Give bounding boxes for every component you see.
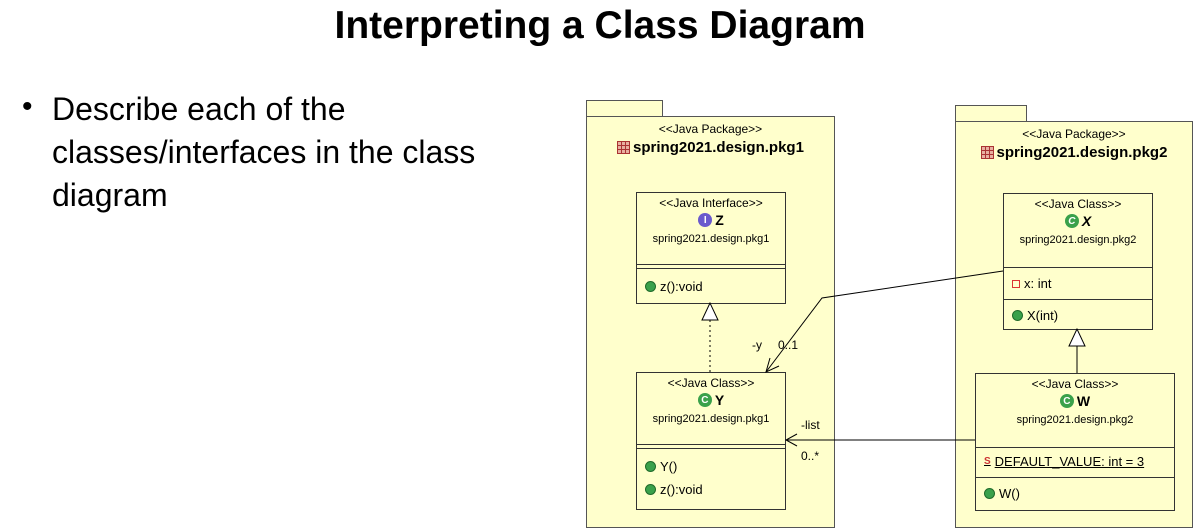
class-name: W (1076, 393, 1091, 409)
constructor: W() (999, 486, 1020, 501)
inheritance-arrowhead (1068, 327, 1086, 347)
package-tab-pkg2 (955, 105, 1027, 122)
constructor: X(int) (1027, 308, 1059, 323)
attribute: x: int (1024, 276, 1052, 291)
abstract-class-icon: C (1064, 214, 1079, 228)
divider (637, 264, 785, 269)
constructor: Y() (660, 459, 678, 474)
class-name: Z (715, 212, 724, 228)
method: z():void (660, 279, 703, 294)
divider (1004, 299, 1152, 300)
package-tab-pkg1 (586, 100, 663, 117)
method: z():void (660, 482, 703, 497)
class-name: Y (714, 392, 725, 408)
bullet-marker: • (22, 90, 33, 123)
interface-icon: I (698, 213, 713, 227)
realization-arrowhead (701, 301, 719, 321)
package-icon (980, 146, 994, 159)
package-name: spring2021.design.pkg2 (996, 144, 1168, 161)
private-field-icon (1012, 279, 1020, 288)
class-icon: C (1059, 394, 1074, 408)
class-package: spring2021.design.pkg2 (1019, 234, 1137, 246)
class-package: spring2021.design.pkg1 (652, 233, 770, 245)
constructor-icon (645, 461, 656, 472)
class-package: spring2021.design.pkg2 (1016, 414, 1134, 426)
class-stereotype: <<Java Class>> (1034, 197, 1122, 211)
association-multiplicity-list: 0..* (801, 449, 820, 463)
class-name: X (1081, 213, 1092, 229)
association-role-list: -list (801, 418, 820, 432)
public-method-icon (645, 484, 656, 495)
public-method-icon (645, 281, 656, 292)
package-icon (617, 141, 631, 154)
package-stereotype: <<Java Package>> (1022, 127, 1126, 141)
association-role-y: -y (752, 338, 762, 352)
association-multiplicity-y: 0..1 (778, 338, 799, 352)
interface-z-box[interactable]: <<Java Interface>> I Z spring2021.design… (636, 192, 786, 304)
class-y-box[interactable]: <<Java Class>> C Y spring2021.design.pkg… (636, 372, 786, 510)
class-x-box[interactable]: <<Java Class>> C X spring2021.design.pkg… (1003, 193, 1153, 330)
class-stereotype: <<Java Class>> (667, 376, 755, 390)
class-package: spring2021.design.pkg1 (652, 413, 770, 425)
slide-title: Interpreting a Class Diagram (334, 4, 866, 47)
divider (1004, 267, 1152, 268)
association-arrow-list (784, 433, 798, 447)
package-stereotype: <<Java Package>> (658, 122, 763, 136)
constructor-icon (984, 488, 995, 499)
class-stereotype: <<Java Interface>> (659, 196, 763, 210)
association-line-y (765, 270, 1004, 373)
constructor-icon (1012, 310, 1023, 321)
package-name: spring2021.design.pkg1 (633, 139, 804, 156)
bullet-text: Describe each of the classes/interfaces … (52, 91, 476, 213)
attribute: DEFAULT_VALUE: int = 3 (994, 454, 1145, 469)
divider (637, 444, 785, 449)
static-final-icon: S (984, 456, 991, 467)
class-w-box[interactable]: <<Java Class>> C W spring2021.design.pkg… (975, 373, 1175, 511)
divider (976, 477, 1174, 478)
divider (976, 447, 1174, 448)
association-arrow-y (765, 357, 780, 373)
class-icon: C (697, 393, 712, 407)
class-stereotype: <<Java Class>> (1031, 377, 1119, 391)
